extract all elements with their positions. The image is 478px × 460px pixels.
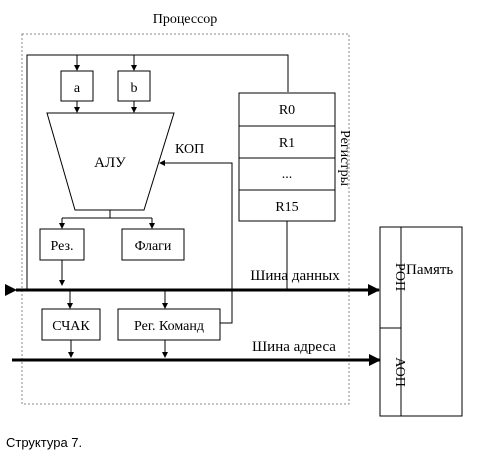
- pc-label: СЧАК: [52, 319, 90, 334]
- operand-a-box: [60, 70, 94, 102]
- register-r0: R0: [279, 103, 295, 118]
- registers-label: Регистры: [337, 130, 352, 187]
- instr-reg-box: [117, 308, 221, 341]
- operand-b-label: b: [131, 81, 138, 96]
- flags-box: [121, 228, 185, 261]
- processor-boundary: [21, 33, 350, 405]
- opcode-label: КОП: [175, 142, 204, 157]
- registers-block: [238, 92, 336, 222]
- alu-shape: [46, 112, 175, 211]
- ram-label: РОП: [392, 263, 407, 291]
- instr-reg-label: Рег. Команд: [134, 319, 204, 334]
- register-r1: R1: [279, 136, 295, 151]
- memory-title: Память: [406, 262, 453, 278]
- result-box: [39, 228, 85, 261]
- register-feedback-line: [26, 54, 289, 290]
- register-ellipsis: ...: [282, 167, 293, 182]
- flags-label: Флаги: [135, 239, 172, 254]
- opcode-line: [159, 160, 233, 324]
- result-label: Рез.: [50, 239, 73, 254]
- figure-caption: Структура 7.: [6, 435, 82, 450]
- operand-a-label: a: [74, 81, 81, 96]
- register-r15: R15: [275, 200, 298, 215]
- processor-title: Процессор: [153, 12, 218, 27]
- pc-box: [41, 308, 101, 341]
- data-bus-label: Шина данных: [250, 268, 340, 284]
- address-bus-label: Шина адреса: [252, 339, 336, 355]
- rom-label: АОП: [392, 357, 407, 387]
- alu-label: АЛУ: [94, 155, 126, 171]
- memory-block: [379, 226, 463, 417]
